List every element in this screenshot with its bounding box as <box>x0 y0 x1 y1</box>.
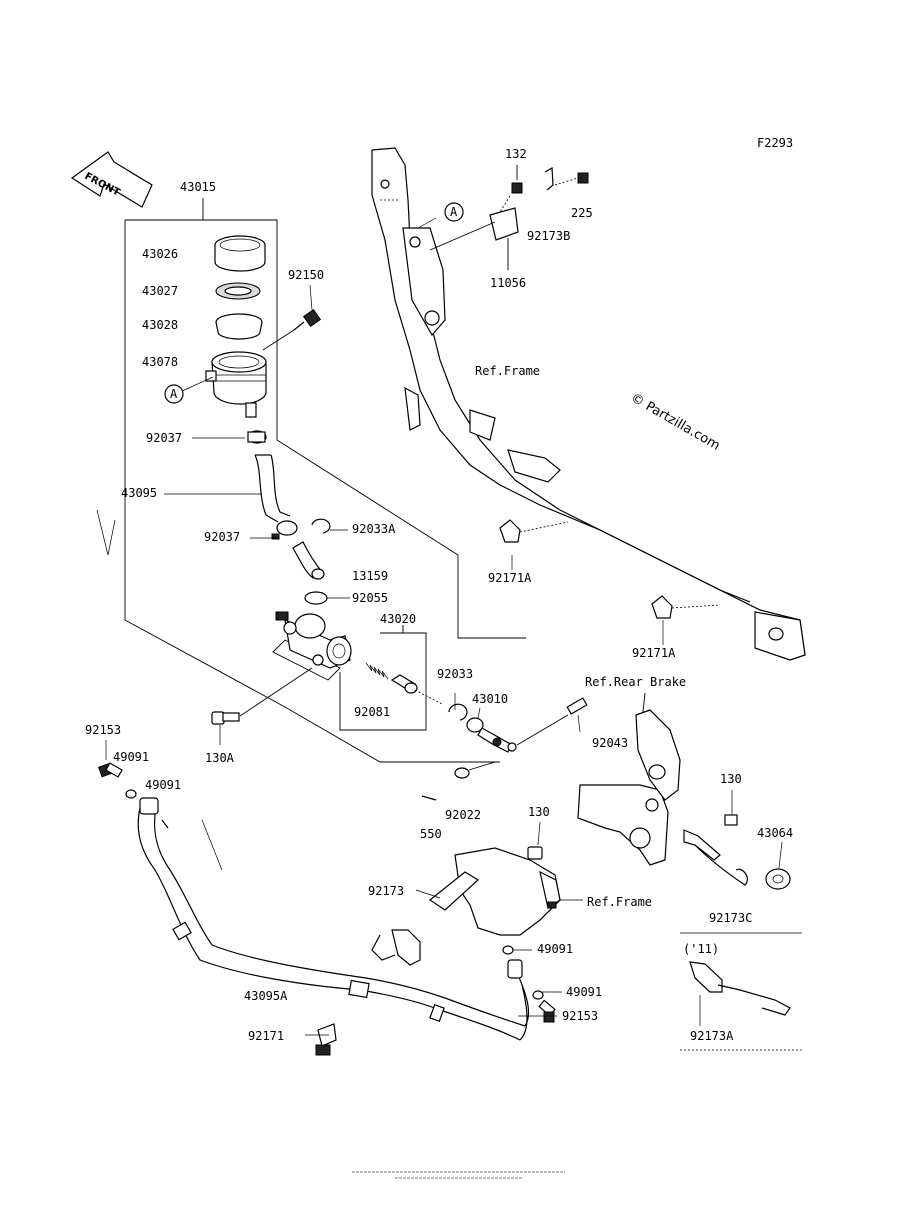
label-43015: 43015 <box>180 180 216 194</box>
clip-92173B <box>544 166 554 191</box>
cotter-pin-92022 <box>421 795 437 801</box>
watermark: © Partzilla.com <box>628 390 722 453</box>
clamp-92171A-upper <box>499 519 569 543</box>
ref-rear-brake: Ref.Rear Brake <box>585 675 686 689</box>
label-92037-lower: 92037 <box>204 530 240 544</box>
label-92043: 92043 <box>592 736 628 750</box>
rear-brake-pedal <box>577 692 681 866</box>
label-92150: 92150 <box>288 268 324 282</box>
washer-550 <box>454 761 496 779</box>
ref-frame-bottom: Ref.Frame <box>587 895 652 909</box>
circlip-92033A <box>311 518 331 534</box>
label-49091-left-b: 49091 <box>145 778 181 792</box>
clamp-92171 <box>315 1023 337 1056</box>
label-43026: 43026 <box>142 247 178 261</box>
gasket-49091-right-b <box>532 990 544 1000</box>
inset-92173A <box>680 932 802 1051</box>
bolt-130A <box>211 667 313 725</box>
bolt-225 <box>554 172 589 186</box>
zig-zag-lines <box>96 509 223 871</box>
footer-fine-print <box>352 1171 565 1179</box>
label-130-center: 130 <box>528 805 550 819</box>
reservoir-hose <box>254 454 291 523</box>
gasket-49091-right-a <box>502 945 514 955</box>
label-92153-right: 92153 <box>562 1009 598 1023</box>
brake-hose-43095A <box>137 797 530 1041</box>
label-43027: 43027 <box>142 284 178 298</box>
circlip-92033 <box>448 703 468 721</box>
gasket-49091-left-a <box>125 789 137 799</box>
banjo-bolt-92153-left <box>98 762 123 778</box>
leader-lines <box>105 217 783 1036</box>
inset-note: ('11) <box>683 942 719 956</box>
label-49091-right-b: 49091 <box>566 985 602 999</box>
label-92171A-lower: 92171A <box>632 646 676 660</box>
frame-bracket-11056 <box>429 207 519 270</box>
gasket-49091-left-b <box>161 819 169 829</box>
figure-code: F2293 <box>757 136 793 150</box>
diaphragm-plate <box>215 282 261 300</box>
label-43095: 43095 <box>121 486 157 500</box>
hose-clamp-upper <box>247 430 267 444</box>
part-labels: 43015 43026 43027 43028 43078 92150 9203… <box>85 147 793 1043</box>
label-92173C: 92173C <box>709 911 752 925</box>
svg-text:A: A <box>450 205 458 219</box>
clevis-43010 <box>466 697 588 753</box>
label-92171: 92171 <box>248 1029 284 1043</box>
label-92022: 92022 <box>445 808 481 822</box>
label-43028: 43028 <box>142 318 178 332</box>
piston-assembly-bracket <box>339 625 427 731</box>
ref-circle-a-left: A <box>164 384 184 404</box>
clamp-92171A-lower <box>651 595 721 619</box>
svg-text:A: A <box>170 387 178 401</box>
label-130-right: 130 <box>720 772 742 786</box>
o-ring-92055 <box>304 591 328 605</box>
banjo-bolt-92153-right <box>538 999 556 1023</box>
reservoir-body <box>205 351 267 418</box>
ref-frame-top: Ref.Frame <box>475 364 540 378</box>
label-92173A: 92173A <box>690 1029 734 1043</box>
label-43020: 43020 <box>380 612 416 626</box>
reservoir-screw <box>262 308 322 351</box>
label-92173B: 92173B <box>527 229 570 243</box>
frame-tube <box>371 147 806 661</box>
label-43095A: 43095A <box>244 989 288 1003</box>
label-49091-left-a: 49091 <box>113 750 149 764</box>
label-11056: 11056 <box>490 276 526 290</box>
label-130A: 130A <box>205 751 235 765</box>
label-550: 550 <box>420 827 442 841</box>
label-92033: 92033 <box>437 667 473 681</box>
label-92055: 92055 <box>352 591 388 605</box>
rubber-43064 <box>765 868 791 890</box>
ref-circle-a-top: A <box>444 202 464 222</box>
label-92153-left: 92153 <box>85 723 121 737</box>
label-225: 225 <box>571 206 593 220</box>
piston-92081 <box>365 662 443 705</box>
connector-13159 <box>292 541 325 580</box>
reservoir-cap <box>214 235 266 272</box>
diaphragm <box>215 313 263 340</box>
bolt-132 <box>499 165 523 213</box>
label-13159: 13159 <box>352 569 388 583</box>
master-cylinder-body <box>272 611 352 681</box>
spring-bracket <box>683 814 748 886</box>
label-49091-right-a: 49091 <box>537 942 573 956</box>
label-92037-upper: 92037 <box>146 431 182 445</box>
label-43010: 43010 <box>472 692 508 706</box>
hose-guide-bracket-92173 <box>371 846 561 966</box>
label-92033A: 92033A <box>352 522 396 536</box>
front-arrow-icon: FRONT <box>70 151 153 208</box>
hose-clamp-lower <box>271 520 298 540</box>
label-43078: 43078 <box>142 355 178 369</box>
label-92081: 92081 <box>354 705 390 719</box>
kit-bracket-43015 <box>124 198 526 763</box>
label-92171A-upper: 92171A <box>488 571 532 585</box>
label-132: 132 <box>505 147 527 161</box>
label-43064: 43064 <box>757 826 793 840</box>
label-92173: 92173 <box>368 884 404 898</box>
